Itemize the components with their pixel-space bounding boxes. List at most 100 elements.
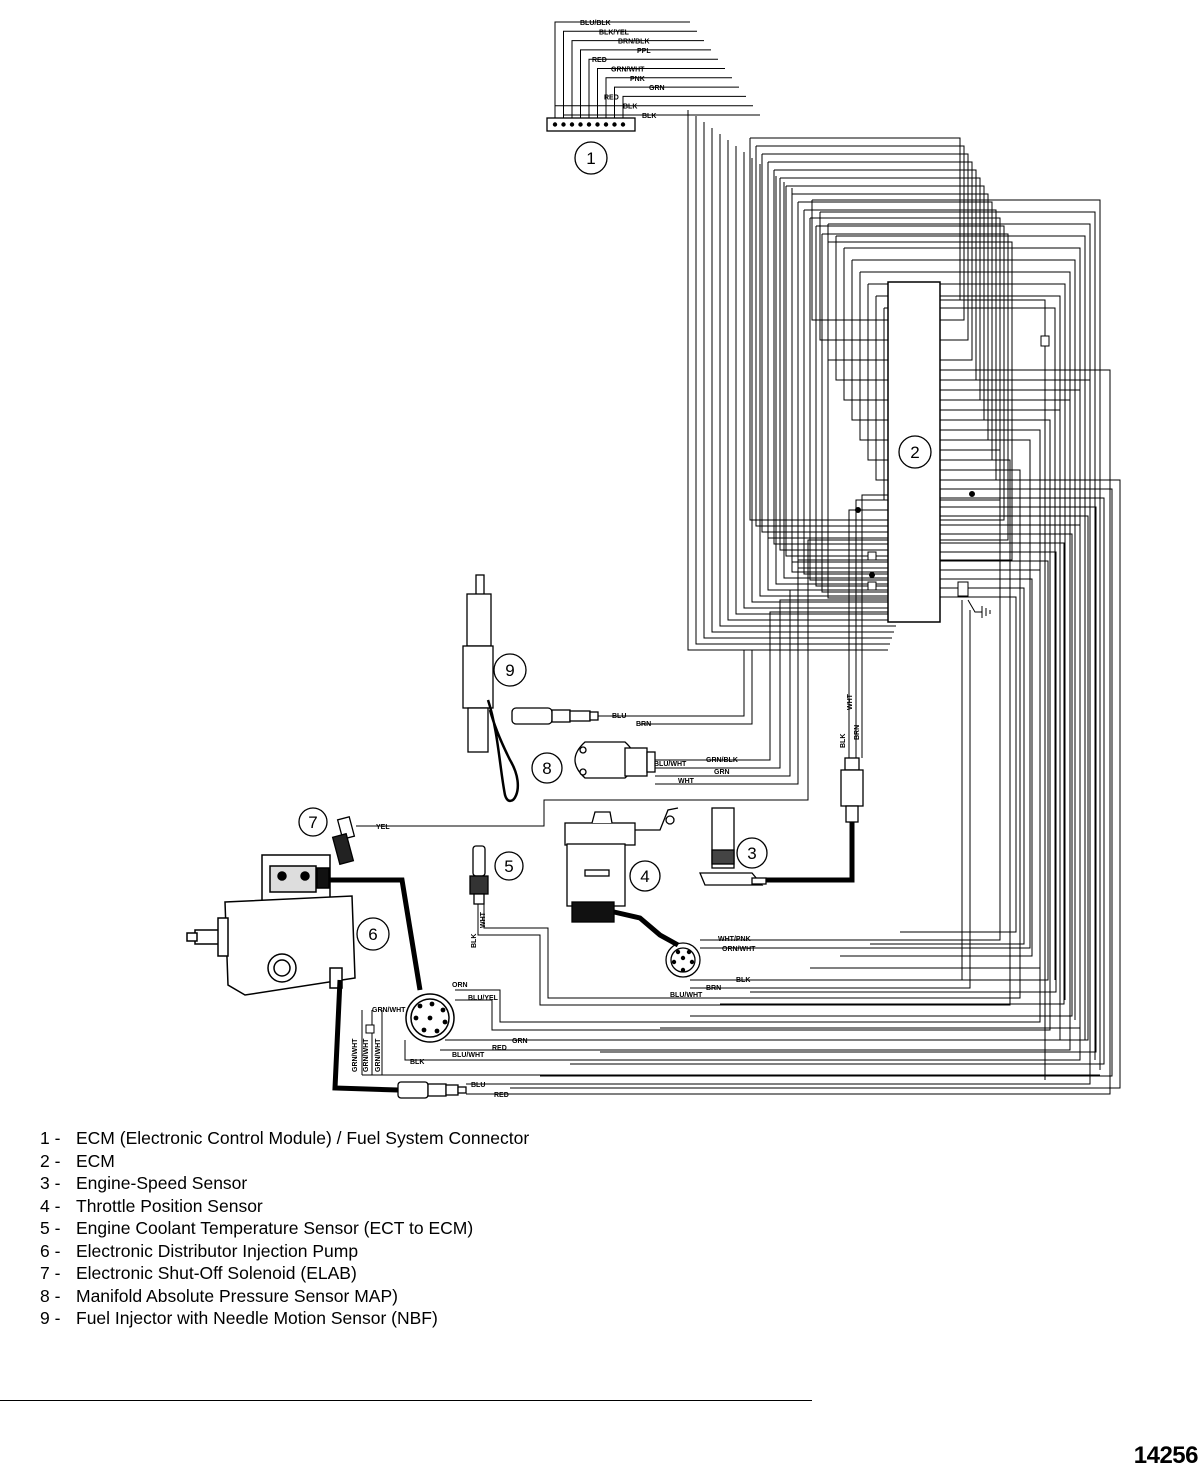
fuel-system-connector [546,117,636,132]
wire-label: BLK [471,934,478,948]
legend-text: Engine-Speed Sensor [76,1173,248,1193]
wire-label: RED [492,1045,507,1052]
pump-plug [397,1081,467,1099]
legend-item: 9 - Fuel Injector with Needle Motion Sens… [40,1308,600,1328]
wire-label: BLU [471,1082,485,1089]
wire-label: GRN [512,1038,528,1045]
coolant-temp-sensor [469,845,489,905]
legend-text: Electronic Shut-Off Solenoid (ELAB) [76,1263,357,1283]
callout-number: 5 [504,857,513,876]
component-legend: 1 - ECM (Electronic Control Module) / Fue… [40,1128,600,1331]
legend-text: ECM (Electronic Control Module) / Fuel S… [76,1128,530,1148]
legend-number: 4 - [40,1195,61,1216]
connector-wire-label: BLK [623,104,637,111]
callout-circle [574,141,608,175]
wire-label: GRN [714,769,730,776]
connector-wire-label: BLK [642,113,656,120]
legend-text: Electronic Distributor Injection Pump [76,1240,359,1261]
connector-wire-label: RED [592,57,607,64]
connector-wire-label: BLK/YEL [599,29,630,36]
wire-label: ORN/WHT [722,946,756,953]
connector-wire-label: GRN/WHT [611,67,645,74]
map-sensor [574,741,656,779]
wire-label: BLK [840,734,847,748]
callout-number: 1 [586,149,595,168]
callout-circle [531,752,563,784]
legend-number: 9 - [40,1308,61,1328]
connector-wire-label: BLU/BLK [580,20,611,27]
wire-label: GRN/WHT [352,1038,359,1072]
speed-sensor-plug [840,757,864,823]
wire-label: YEL [376,824,390,831]
wire-label: GRN/WHT [375,1038,382,1072]
wire-label: BLU [612,713,626,720]
wire-label: RED [494,1092,509,1099]
wire-label: WHT [847,693,854,710]
legend-number: 6 - [40,1240,61,1261]
callout-number: 4 [640,867,649,886]
engine-speed-sensor [699,807,767,886]
legend-text: Throttle Position Sensor [76,1195,263,1216]
callout-circle [736,837,768,869]
fuel-injector [462,574,599,803]
wire-label: BLU/WHT [654,761,687,768]
wire-label: ORN [452,982,468,989]
callout-circle [493,653,527,687]
callout-number: 9 [505,661,514,680]
splices [365,335,1050,1034]
wire-label: BLK [736,977,750,984]
wire-label: BLK [410,1059,424,1066]
wiring-diagram: BLU/BLK BLK/YEL BRN/BLK PPL RED GRN/WHT PNK GRN… [186,20,1121,1099]
callout-number: 6 [368,925,377,944]
legend-number: 7 - [40,1263,61,1283]
connector-wire-label: PNK [630,76,645,83]
legend-item: 8 - Manifold Absolute Pressure Sensor MAP… [40,1286,600,1306]
shut-off-solenoid [331,815,356,866]
legend-text: Engine Coolant Temperature Sensor (ECT t… [76,1218,474,1238]
legend-text: ECM [76,1150,115,1171]
wire-label: BLU/WHT [452,1052,485,1059]
callout-circle [629,860,661,892]
legend-text: Fuel Injector with Needle Motion Sensor … [76,1308,438,1328]
wire-label: GRN/WHT [363,1038,370,1072]
callout-number: 8 [542,759,551,778]
wire-label: BRN [854,725,861,740]
callout-number: 2 [910,443,919,462]
connector-wire-label: BRN/BLK [618,39,650,46]
callout-circle [494,851,524,881]
wire-label: BRN [636,721,651,728]
legend-item: 6 - Electronic Distributor Injection Pump [40,1241,600,1261]
callout-circle [298,807,328,837]
legend-item: 4 - Throttle Position Sensor [40,1196,600,1216]
legend-item: 2 - ECM [40,1151,600,1171]
footer-rule [0,1400,812,1401]
wire-label: BRN [706,985,721,992]
wire-label: BLU/YEL [468,995,499,1002]
callout-circle [356,917,390,951]
legend-number: 2 - [40,1150,61,1171]
legend-item: 7 - Electronic Shut-Off Solenoid (ELAB) [40,1263,600,1283]
heavy-harness [330,822,855,1093]
wire-label: WHT [678,778,695,785]
connector-wire-label: RED [604,94,619,101]
figure-number: 14256 [1133,1442,1199,1469]
wire-label: WHT/PNK [718,936,751,943]
legend-number: 5 - [40,1218,61,1238]
connector-wire-label: PPL [637,48,651,55]
legend-number: 8 - [40,1285,61,1306]
legend-number: 3 - [40,1173,61,1193]
wire-harness [356,21,1121,1095]
legend-number: 1 - [40,1128,61,1148]
callout-number: 3 [747,844,756,863]
connector-wire-label: GRN [649,85,665,92]
legend-item: 1 - ECM (Electronic Control Module) / Fue… [40,1128,600,1148]
wire-label: BLU/WHT [670,992,703,999]
callout-circle [898,435,932,469]
wire-label: WHT [480,911,487,928]
legend-item: 3 - Engine-Speed Sensor [40,1173,600,1193]
callout-number: 7 [308,813,317,832]
wire-label: GRN/WHT [372,1007,406,1014]
legend-text: Manifold Absolute Pressure Sensor MAP) [76,1285,398,1306]
legend-item: 5 - Engine Coolant Temperature Sensor (EC… [40,1218,600,1238]
wire-label: GRN/BLK [706,757,738,764]
